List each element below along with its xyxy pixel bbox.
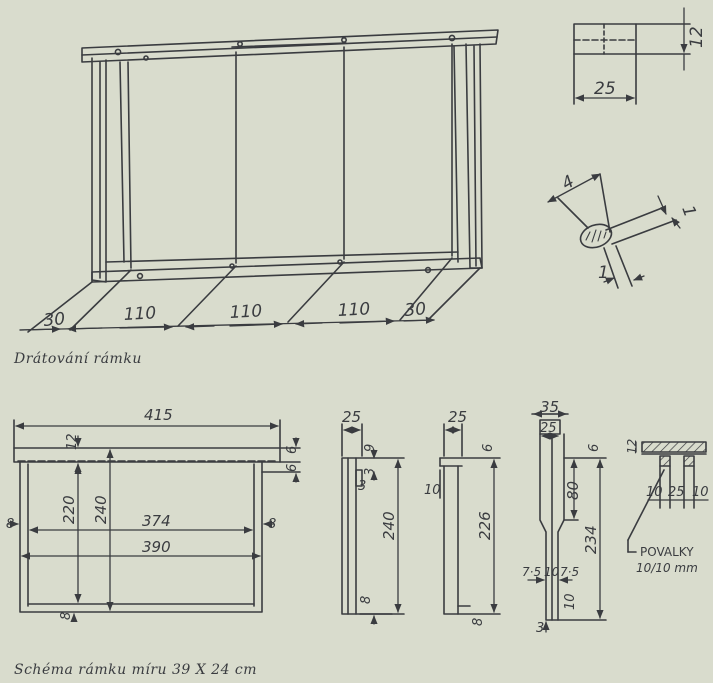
label-side-b-226: 226 (476, 511, 494, 540)
wire-hole-ellipse (579, 223, 613, 249)
label-front-6-lower: 6 (285, 464, 300, 472)
perspective-extension-line (399, 257, 453, 321)
label-wire-4: 4 (559, 172, 578, 195)
section-rectangle (573, 23, 637, 55)
perspective-right-inner-rail (453, 45, 459, 263)
label-persp-110-a: 110 (123, 303, 156, 325)
perspective-left-inner-rail (119, 61, 125, 263)
perspective-top-bar (81, 29, 499, 63)
label-side-a-240: 240 (380, 511, 398, 540)
label-side-c-7-5-right: 7·5 (560, 565, 579, 579)
side-profile-b (439, 423, 501, 615)
label-side-b-8: 8 (471, 618, 486, 626)
perspective-top-hole (143, 55, 149, 61)
label-side-c-10: 10 (544, 565, 560, 579)
label-side-c-7-5-left: 7·5 (522, 565, 541, 579)
label-side-c-234: 234 (582, 525, 600, 554)
perspective-top-slot (231, 42, 347, 48)
label-side-a-9: 9 (363, 444, 378, 452)
perspective-bottom-bar (91, 257, 483, 283)
label-side-c-3: 3 (536, 621, 544, 636)
label-side-b-10: 10 (424, 483, 441, 498)
label-povalky-size: 10/10 mm (636, 561, 698, 575)
label-front-374: 374 (142, 512, 171, 530)
label-persp-30-left: 30 (43, 309, 66, 331)
side-a-bar (341, 457, 357, 615)
perspective-top-hole (114, 48, 122, 56)
side-profile-a (341, 423, 405, 625)
dimension-labels: 30 110 110 110 30 12 25 4 1 1 415 12 6 6… (6, 26, 709, 636)
label-front-240: 240 (92, 495, 110, 524)
label-wire-1-bottom: 1 (598, 263, 609, 283)
label-section-25: 25 (594, 79, 616, 99)
label-side-a-25: 25 (342, 408, 361, 426)
side-b-bar (443, 465, 459, 615)
perspective-right-side-inner (473, 45, 477, 267)
label-detail-12: 12 (625, 439, 639, 454)
label-side-c-25: 25 (540, 421, 557, 436)
label-povalky: POVALKY (640, 545, 694, 559)
label-side-c-6: 6 (587, 444, 602, 452)
perspective-top-hole (237, 40, 244, 47)
label-side-b-25: 25 (448, 408, 467, 426)
label-detail-10-left: 10 (646, 485, 663, 500)
label-persp-110-c: 110 (337, 299, 370, 321)
perspective-bottom-hole (229, 263, 235, 269)
perspective-frame (19, 29, 499, 333)
label-side-a-3b: 3 (358, 479, 366, 494)
perspective-extension-line (27, 281, 93, 333)
perspective-bottom-bar-edge (105, 251, 459, 263)
side-profile-c (527, 410, 607, 633)
povalky-detail (627, 441, 709, 553)
label-front-8-right: 8 (268, 517, 276, 532)
front-top-bar (13, 447, 281, 463)
label-front-415: 415 (144, 406, 173, 424)
perspective-top-bar-edge (81, 36, 498, 56)
label-side-c-35: 35 (540, 398, 559, 416)
perspective-extension-line (287, 261, 345, 323)
label-detail-10-right: 10 (692, 485, 709, 500)
perspective-extension-line (177, 265, 237, 327)
label-front-390: 390 (142, 538, 171, 556)
front-body (19, 461, 263, 613)
perspective-bottom-hole (337, 259, 343, 265)
perspective-left-side-bar (91, 57, 107, 283)
wire-hole-hatch (585, 229, 607, 243)
label-front-8-left: 8 (6, 517, 14, 532)
label-side-c-10-low: 10 (563, 593, 578, 610)
perspective-top-hole (340, 36, 347, 43)
label-front-6-top: 6 (285, 446, 300, 454)
label-wire-1-right: 1 (677, 203, 699, 220)
label-side-a-8: 8 (359, 596, 374, 604)
label-front-12: 12 (65, 433, 80, 450)
povalky-bar (659, 455, 671, 467)
perspective-bottom-hole (424, 266, 432, 274)
label-front-8-bottom: 8 (59, 612, 74, 620)
perspective-extension-line (69, 269, 132, 331)
front-view (7, 419, 301, 623)
label-persp-30-right: 30 (404, 299, 427, 321)
povalky-leader (627, 469, 665, 541)
wire-hole-detail (547, 173, 681, 289)
perspective-wire (127, 61, 132, 269)
label-detail-25: 25 (668, 485, 685, 500)
label-side-b-6: 6 (481, 444, 496, 452)
perspective-bottom-hole (136, 272, 144, 280)
label-side-a-3a: 3 (363, 468, 378, 476)
label-section-12: 12 (687, 26, 707, 48)
label-persp-110-b: 110 (229, 301, 262, 323)
top-bar-section (573, 7, 691, 105)
label-side-c-80: 80 (564, 481, 582, 500)
perspective-extension-line (427, 267, 481, 321)
caption-schema: Schéma rámku míru 39 X 24 cm (14, 662, 258, 678)
label-front-220: 220 (60, 495, 78, 524)
povalky-bar (683, 455, 695, 467)
perspective-top-hole (448, 34, 456, 42)
side-a-notch (355, 469, 363, 487)
povalky-top-bar (641, 441, 707, 453)
caption-wiring: Drátování rámku (14, 351, 142, 367)
